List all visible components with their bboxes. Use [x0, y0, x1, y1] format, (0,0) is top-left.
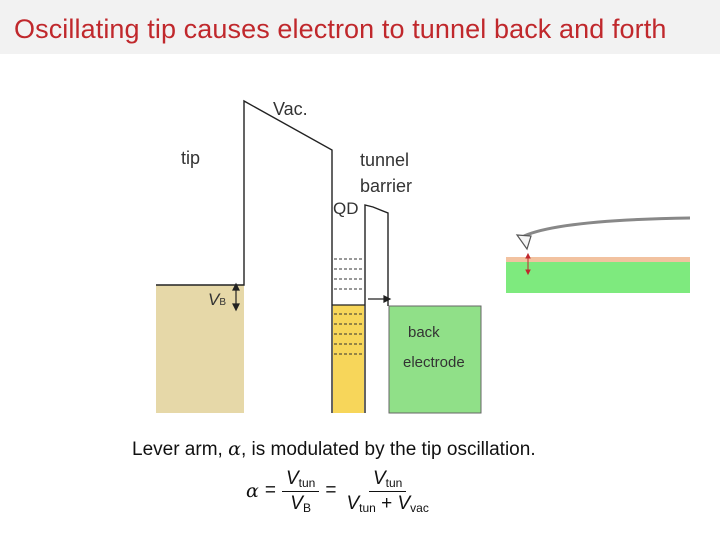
qd-label: QD	[333, 199, 359, 218]
formula-alpha: α	[246, 480, 259, 502]
title-bar	[0, 0, 720, 54]
vb-label: VB	[208, 290, 226, 310]
qd-filled-states	[333, 305, 364, 413]
inset-oscillation-arrow	[525, 252, 531, 276]
fraction-2: Vtun Vtun + Vvac	[342, 468, 432, 515]
fraction-1: Vtun VB	[281, 468, 320, 515]
inset-tip	[515, 234, 532, 251]
inset-sample	[506, 262, 690, 293]
tip-label: tip	[181, 148, 201, 168]
fraction-1-numerator: Vtun	[281, 468, 320, 492]
qd-energy-levels	[334, 258, 364, 355]
caption: Lever arm, α, is modulated by the tip os…	[132, 438, 536, 461]
fraction-2-denominator: Vtun + Vvac	[346, 492, 429, 515]
tunneling-arrow	[368, 295, 392, 303]
fraction-1-denominator: VB	[290, 492, 311, 515]
vacuum-barrier-outline	[156, 99, 333, 413]
fraction-2-numerator: Vtun	[368, 468, 407, 492]
back-electrode	[388, 305, 482, 414]
vac-label: Vac.	[273, 99, 308, 119]
vb-label-main: V	[208, 290, 220, 309]
inset-sample-surface	[506, 257, 690, 262]
back-label: back	[408, 324, 440, 341]
tunnel-label: tunnel	[360, 150, 410, 170]
vb-label-sub: B	[219, 297, 227, 308]
slide-title: Oscillating tip causes electron to tunne…	[14, 14, 667, 44]
inset-cantilever	[523, 216, 691, 238]
lever-arm-formula: α = Vtun VB = Vtun Vtun + Vvac	[246, 462, 433, 520]
formula-eq-1: =	[264, 480, 276, 501]
vb-arrow	[232, 282, 240, 312]
electrode-label: electrode	[403, 354, 465, 371]
tunnel-barrier-outline	[364, 204, 389, 413]
caption-after: , is modulated by the tip oscillation.	[240, 439, 536, 460]
caption-before: Lever arm,	[132, 439, 229, 460]
barrier-label: barrier	[360, 176, 413, 196]
formula-eq-2: =	[325, 480, 337, 501]
caption-alpha: α	[228, 438, 241, 460]
tip-fermi-sea	[156, 285, 244, 413]
